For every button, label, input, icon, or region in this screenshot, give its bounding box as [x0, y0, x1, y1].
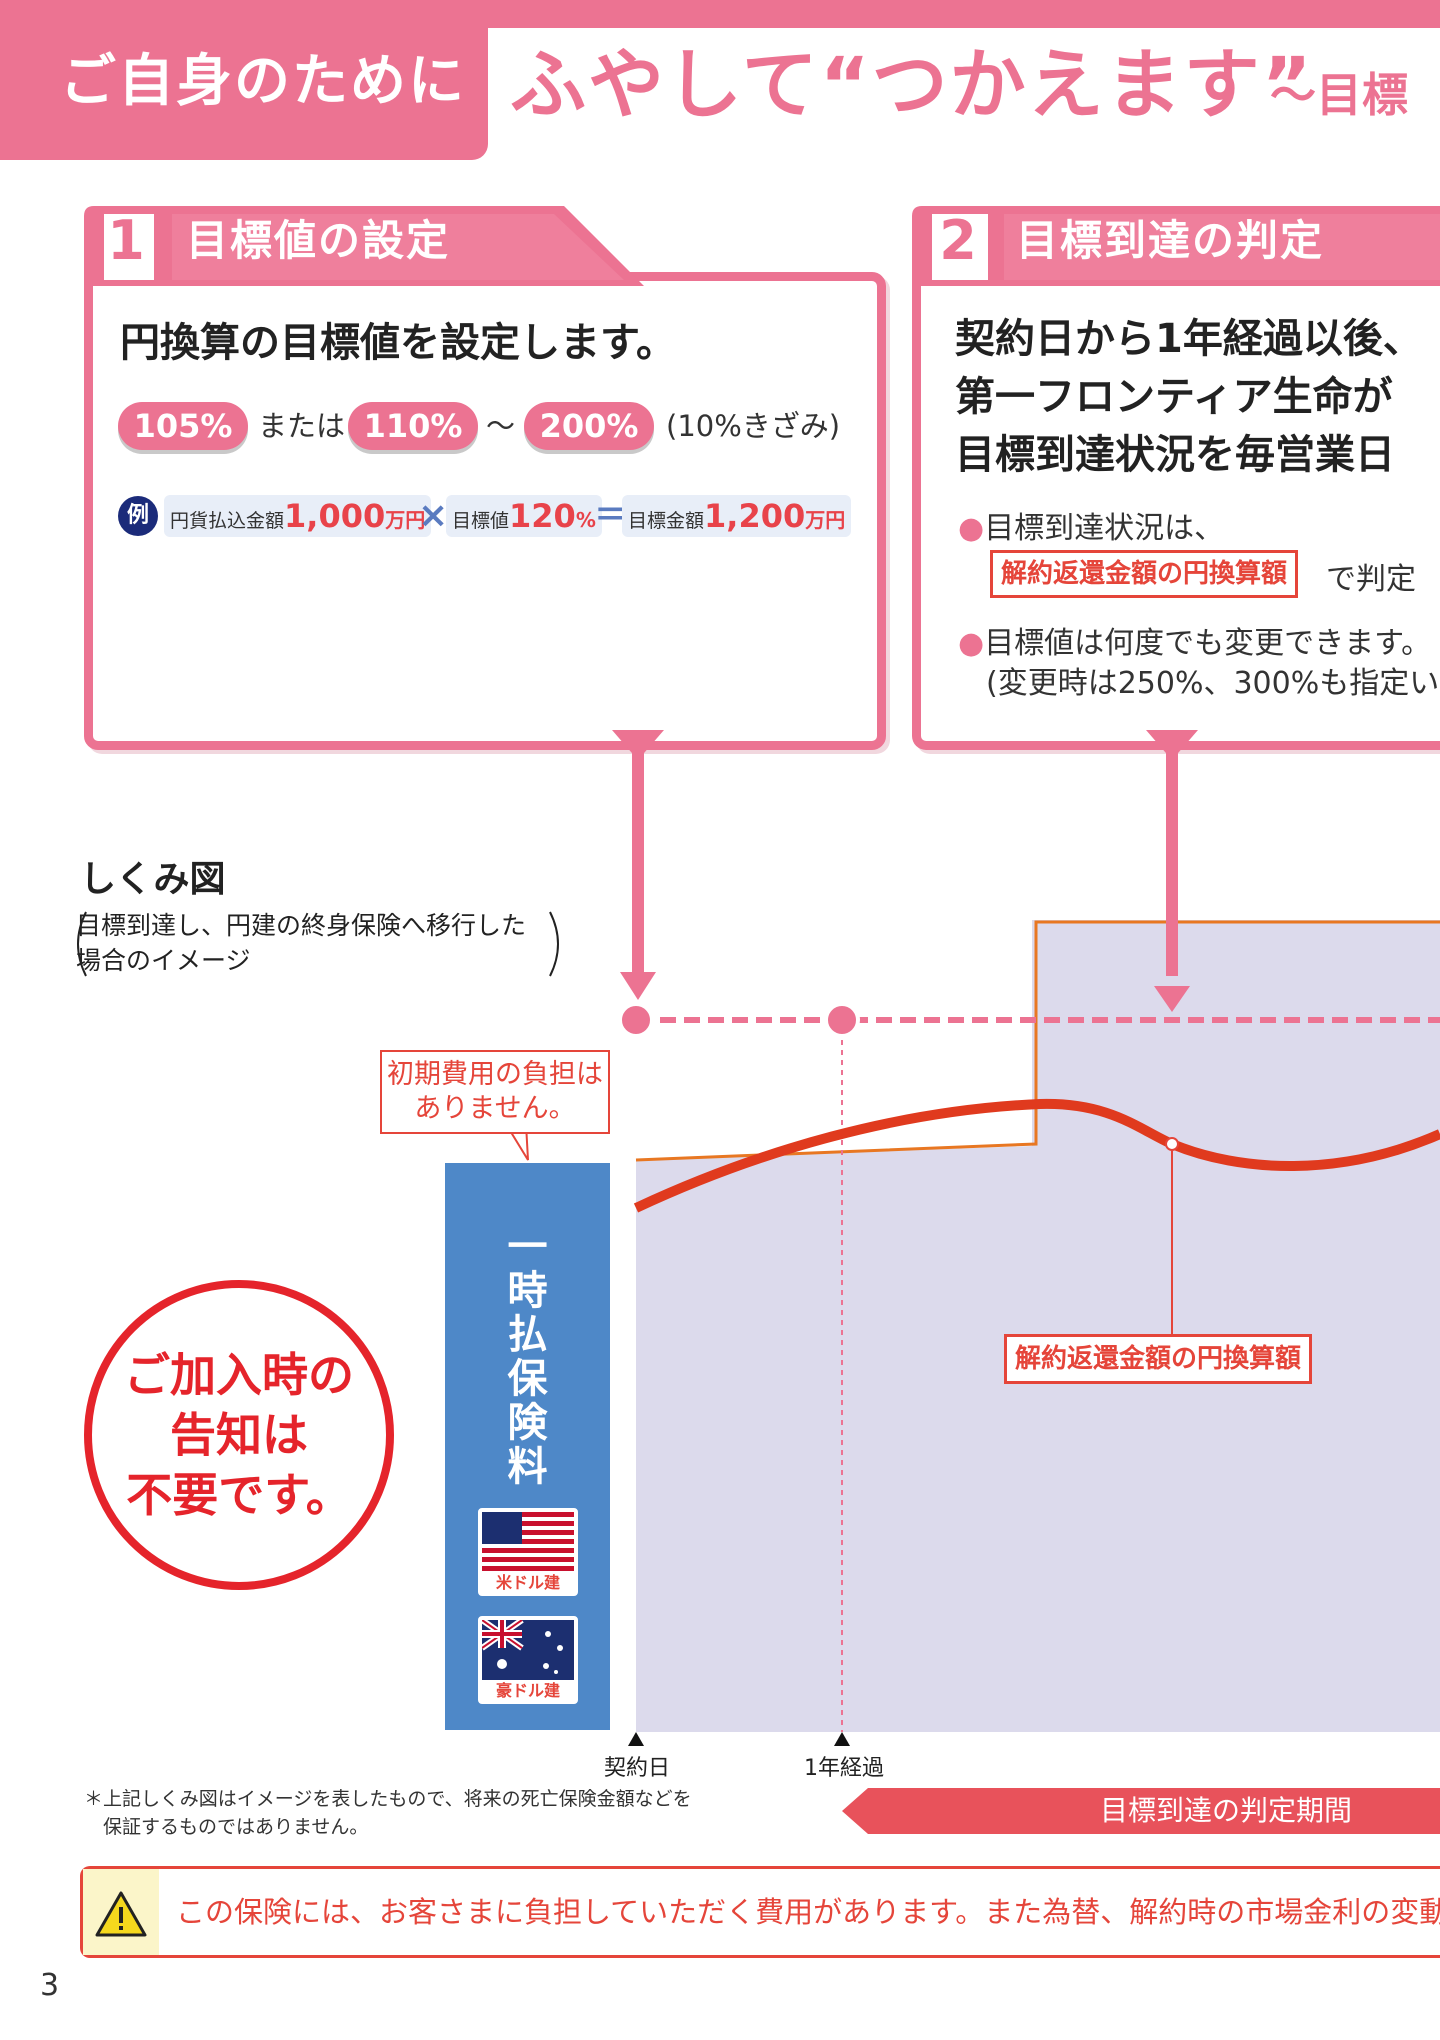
usd-flag-caption: 米ドル建: [495, 1573, 560, 1592]
box2-lead: 契約日から1年経過以後、 第一フロンティア生命が 目標到達状況を毎営業日: [955, 310, 1423, 484]
example-chip-target: 目標値120%: [446, 495, 602, 537]
chip1-value: 1,000: [284, 497, 386, 535]
connector-arrow-box1: [612, 730, 664, 1000]
box2-tab-shape: [912, 206, 1440, 286]
box1-tab-shape: [84, 206, 644, 286]
yen-value-curve: [633, 1098, 1440, 1213]
box2-lead-line2: 第一フロンティア生命が: [955, 374, 1393, 420]
value-area: [636, 920, 1440, 1732]
bullet2-line2: (変更時は250%、300%も指定い: [986, 666, 1440, 701]
box2-lead-line3: 目標到達状況を毎営業日: [955, 432, 1395, 478]
warning-text: この保険には、お客さまに負担していただく費用があります。また為替、解約時の市場金…: [176, 1895, 1440, 1929]
times-sign: ×: [418, 495, 449, 536]
paren-right: [549, 911, 559, 977]
us-flag-icon: [482, 1512, 574, 1572]
page-number: 3: [40, 1968, 60, 2003]
example-chip-amount: 目標金額1,200万円: [622, 495, 852, 537]
tick-contract-date: [628, 1732, 644, 1746]
no-disclosure-circle: [84, 1280, 394, 1590]
range-separator: ～: [486, 409, 516, 443]
target-point-contract: [618, 1002, 654, 1038]
au-flag-icon: [482, 1620, 574, 1680]
pill-105: 105%: [118, 402, 248, 450]
box2-title: 目標到達の判定: [1016, 216, 1325, 265]
chip2-value: 120: [509, 497, 576, 535]
header-left-label: ご自身のために: [60, 49, 466, 114]
diagram-caption-line1: 目標到達し、円建の終身保険へ移行した: [76, 911, 527, 940]
box1-number: 1: [107, 209, 145, 272]
chip3-label: 目標金額: [628, 510, 705, 532]
diagram-caption: 目標到達し、円建の終身保険へ移行した 場合のイメージ: [76, 908, 526, 978]
paren-left: [77, 911, 87, 977]
tick-1year: [834, 1732, 850, 1746]
bullet2-text: 目標値は何度でも変更できます。: [984, 626, 1432, 661]
no-initial-cost-note: 初期費用の負担はありません。: [380, 1050, 610, 1134]
guaranteed-value-line: [635, 920, 1440, 1162]
axis-1year: 1年経過: [804, 1756, 884, 1781]
bullet2: ●目標値は何度でも変更できます。: [958, 618, 1431, 662]
usd-flag: 米ドル建: [478, 1508, 578, 1596]
chip3-value: 1,200: [704, 497, 806, 535]
target-point-1year: [824, 1002, 860, 1038]
bullet1-text: 目標到達状況は、: [984, 511, 1225, 546]
chip2-unit: %: [575, 508, 596, 532]
premium-label-vertical: 一時払保険料: [507, 1224, 548, 1490]
box2-number: 2: [939, 209, 977, 272]
chip2-label: 目標値: [452, 510, 510, 532]
surrender-value-box: 解約返還金額の円換算額: [990, 550, 1299, 598]
page-title: ふやして“つかえます”: [510, 40, 1314, 129]
chip1-label: 円貨払込金額: [170, 510, 285, 532]
diagram-caption-line2: 場合のイメージ: [76, 946, 251, 975]
or-text: または: [258, 409, 346, 443]
judgement-period-label: 目標到達の判定期間: [1100, 1794, 1353, 1827]
bullet-dot: ●: [958, 626, 985, 661]
bullet-dot: ●: [958, 511, 985, 546]
footnote-line2: 保証するものではありません。: [84, 1816, 369, 1838]
axis-contract-date: 契約日: [604, 1756, 671, 1781]
example-badge: 例: [118, 496, 158, 536]
box-target-judgement: [912, 272, 1440, 750]
no-disclosure-text: ご加入時の 告知は 不要です。: [84, 1345, 394, 1525]
aud-flag: 豪ドル建: [478, 1616, 578, 1704]
warning-triangle-icon: [95, 1891, 147, 1937]
pill-110: 110%: [348, 402, 478, 450]
connector-arrow-box2: [1146, 730, 1198, 1012]
bullet1: ●目標到達状況は、: [958, 503, 1224, 547]
aud-flag-caption: 豪ドル建: [495, 1681, 560, 1700]
header-label-background: [0, 0, 488, 160]
diagram-title: しくみ図: [80, 859, 226, 900]
warning-icon-area: [83, 1869, 159, 1955]
page-subtitle: ～目標: [1270, 68, 1408, 122]
single-premium-label: 一時払保険料: [445, 1225, 610, 1489]
judgement-period-arrow: [842, 1788, 1440, 1834]
circle-line2: 告知は: [170, 1408, 308, 1462]
box1-lead: 円換算の目標値を設定します。: [120, 320, 676, 366]
chip3-unit: 万円: [805, 508, 846, 532]
box1-title: 目標値の設定: [186, 216, 451, 265]
circle-line1: ご加入時の: [124, 1348, 354, 1402]
box2-lead-line1: 契約日から1年経過以後、: [955, 316, 1423, 362]
diagram-footnote: ＊上記しくみ図はイメージを表したもので、将来の死亡保険金額などを 保証するもので…: [84, 1785, 692, 1841]
circle-line3: 不要です。: [126, 1468, 352, 1522]
footnote-line1: ＊上記しくみ図はイメージを表したもので、将来の死亡保険金額などを: [84, 1788, 692, 1810]
warning-banner: [80, 1866, 1440, 1958]
step-note: (10%きざみ): [666, 409, 841, 443]
example-chip-payment: 円貨払込金額1,000万円: [164, 495, 432, 537]
bullet1-after: で判定: [1326, 562, 1416, 597]
chip1-unit: 万円: [385, 508, 426, 532]
curve-label: 解約返還金額の円換算額: [1004, 1334, 1313, 1384]
pill-200: 200%: [524, 402, 654, 450]
